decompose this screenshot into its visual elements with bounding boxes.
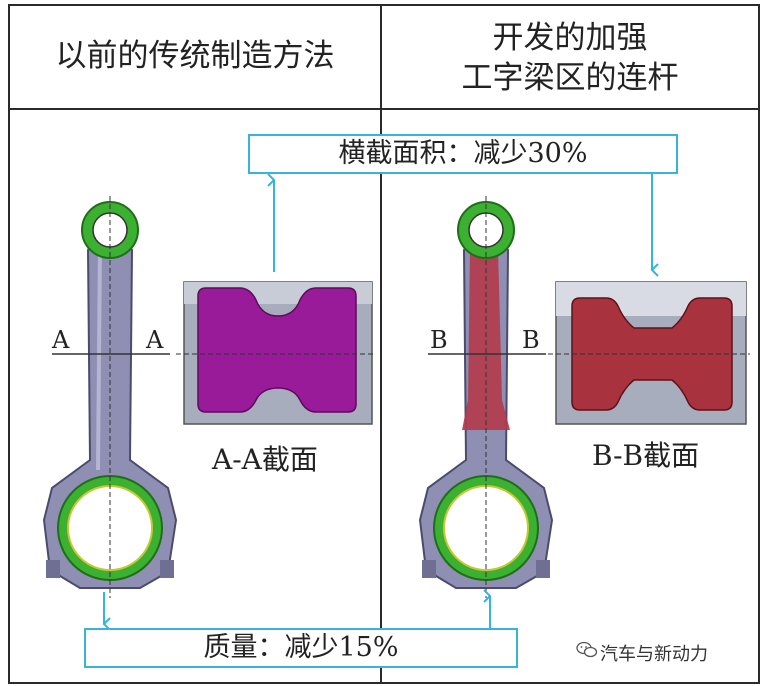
caption-bb-section: B-B截面 (592, 439, 700, 472)
connecting-rod-traditional (42, 196, 178, 598)
cross-section-aa (176, 281, 376, 425)
section-label-b-right: B (522, 326, 540, 354)
header-reinforced-beam: 开发的加强 工字梁区的连杆 (382, 18, 758, 98)
header-divider (8, 108, 760, 110)
connecting-rod-reinforced (418, 196, 554, 598)
header-reinforced-line1: 开发的加强 (492, 20, 648, 56)
cross-section-area-label: 横截面积：减少30% (248, 134, 678, 174)
watermark-text: 汽车与新动力 (600, 644, 708, 665)
header-traditional-method: 以前的传统制造方法 (55, 38, 335, 74)
wechat-icon (576, 641, 598, 658)
section-label-a-left: A (52, 326, 70, 354)
section-label-a-right: A (146, 326, 164, 354)
diagram-frame (8, 4, 760, 684)
cross-section-bb (548, 281, 750, 425)
caption-aa-section: A-A截面 (212, 443, 318, 476)
column-divider (380, 4, 382, 684)
mass-reduction-label: 质量：减少15% (84, 628, 518, 668)
section-label-b-left: B (430, 326, 448, 354)
header-reinforced-line2: 工字梁区的连杆 (461, 60, 679, 96)
